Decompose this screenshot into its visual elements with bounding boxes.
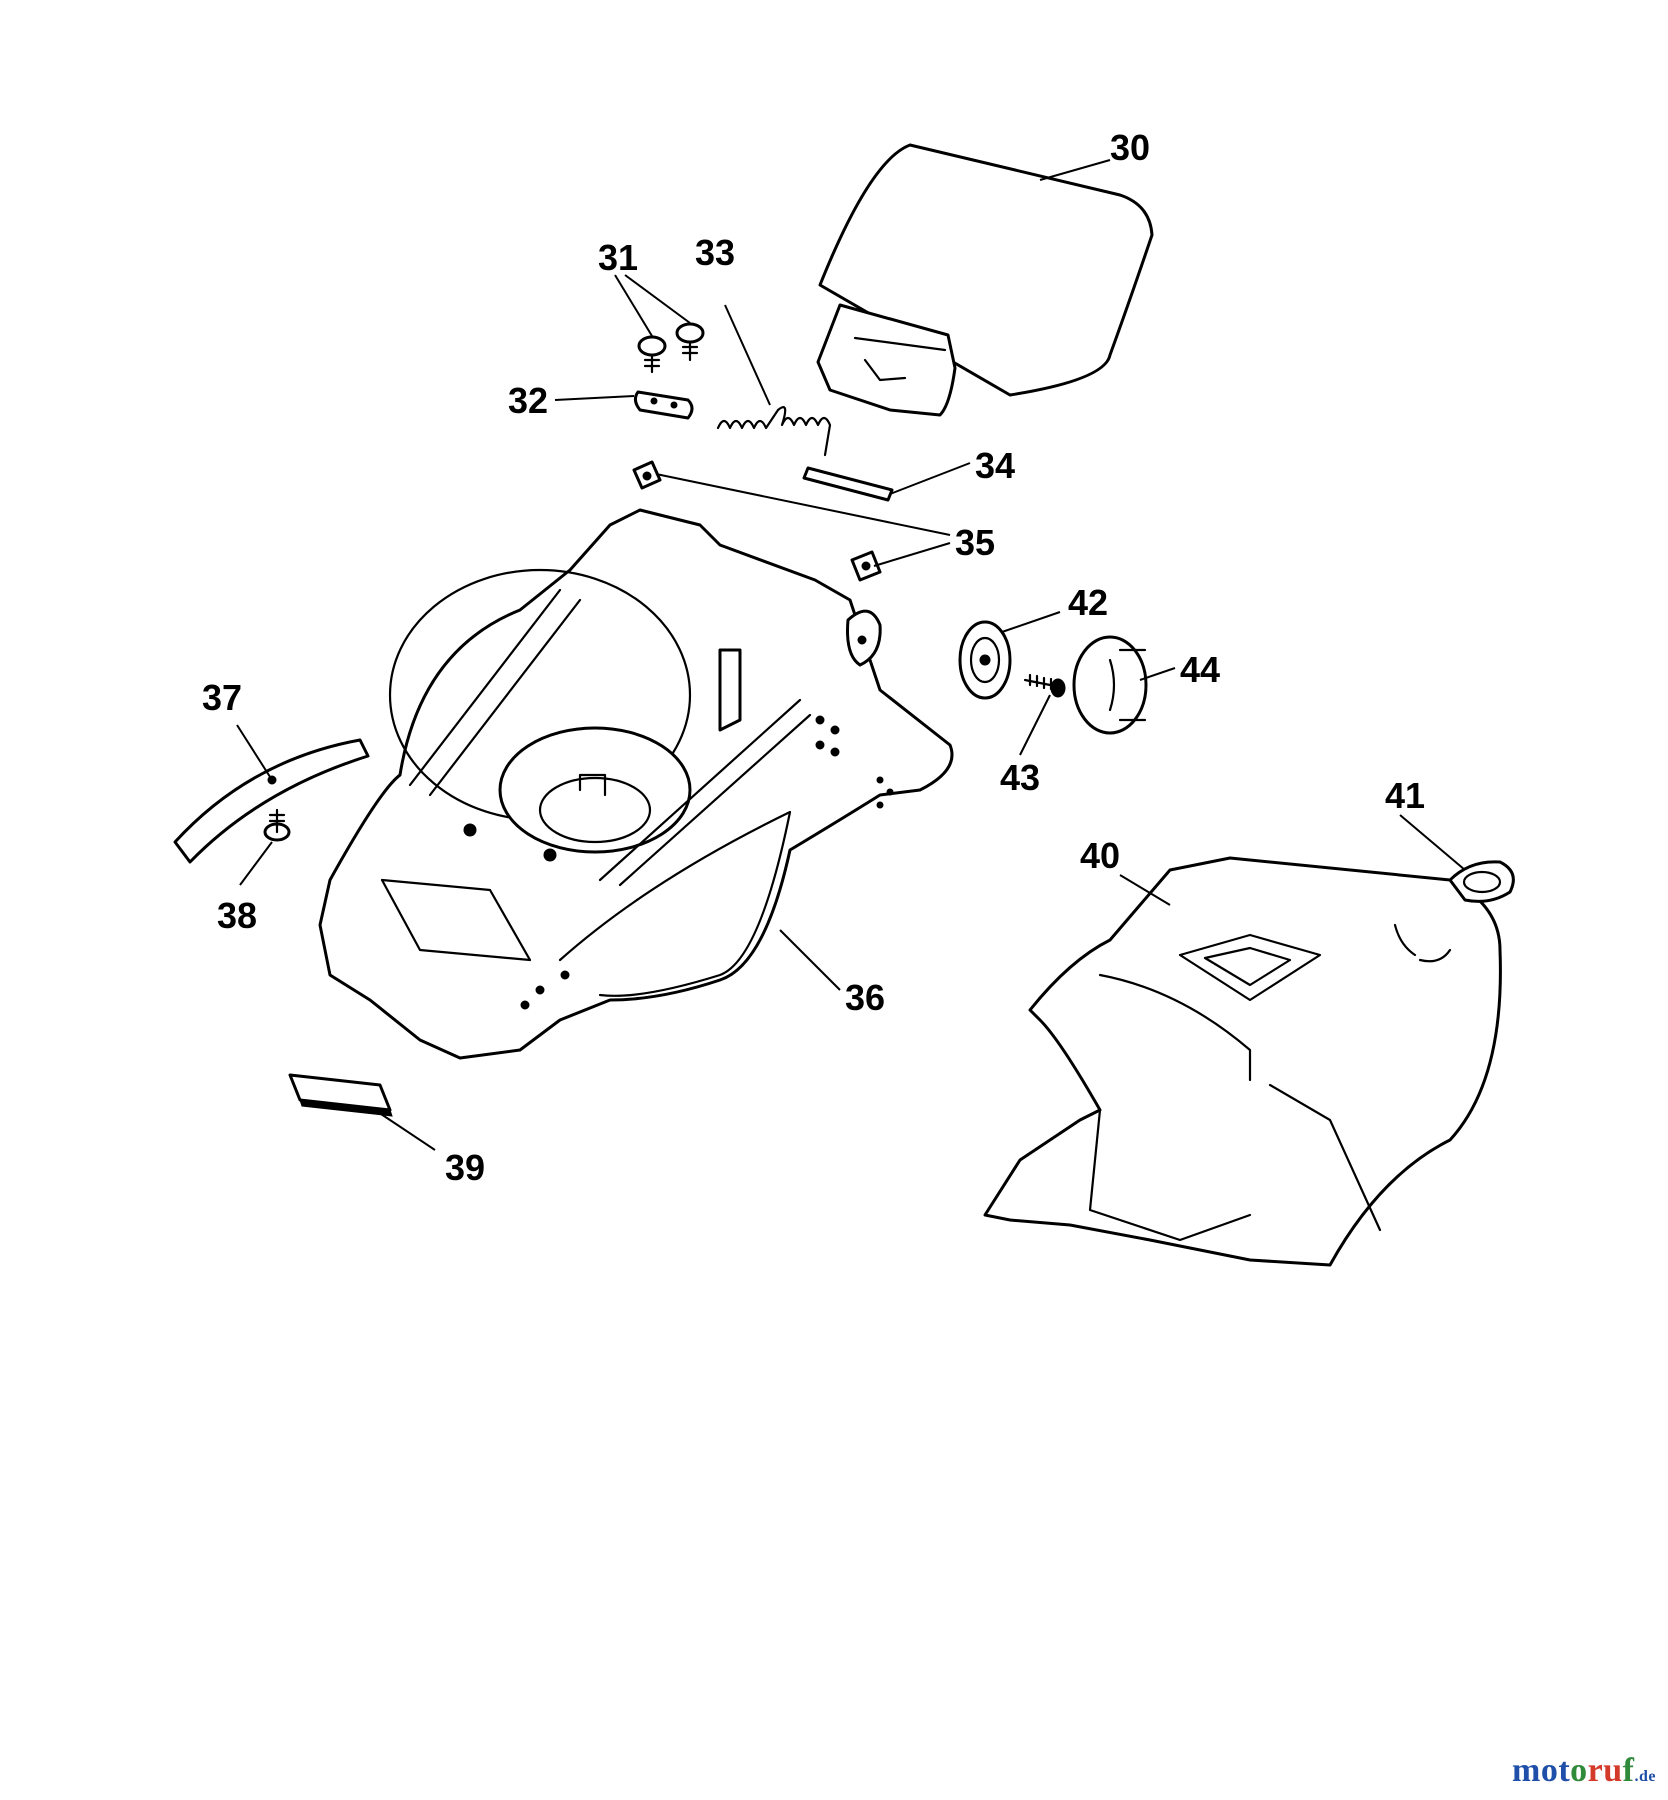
callout-37: 37 xyxy=(202,677,242,718)
part-30-lid xyxy=(816,143,1154,417)
part-44-cap xyxy=(1072,635,1148,735)
callout-43: 43 xyxy=(1000,757,1040,798)
part-43-bolt xyxy=(1023,673,1066,698)
callout-40: 40 xyxy=(1080,835,1120,876)
part-36-deck xyxy=(318,508,954,1060)
part-35-clips xyxy=(632,460,882,582)
watermark-part-2: o xyxy=(1570,1752,1588,1789)
callout-42: 42 xyxy=(1068,582,1108,623)
callout-31: 31 xyxy=(598,237,638,278)
callout-30: 30 xyxy=(1110,127,1150,168)
watermark-logo: motoruf.de xyxy=(1512,1752,1656,1790)
part-40-grass-box xyxy=(983,856,1502,1267)
callout-38: 38 xyxy=(217,895,257,936)
part-38-screw xyxy=(263,808,291,842)
callout-labels: 30 31 32 33 34 35 36 37 38 39 40 41 42 4… xyxy=(202,127,1425,1188)
watermark-suffix: .de xyxy=(1634,1768,1656,1785)
callout-32: 32 xyxy=(508,380,548,421)
part-41-cap xyxy=(1448,860,1515,903)
part-32-plate xyxy=(633,390,694,420)
part-39-flap xyxy=(288,1073,393,1117)
callout-44: 44 xyxy=(1180,649,1220,690)
part-31-screws xyxy=(637,322,705,374)
part-37-strip xyxy=(173,738,370,864)
callout-41: 41 xyxy=(1385,775,1425,816)
part-34-pin xyxy=(802,466,894,502)
callout-33: 33 xyxy=(695,232,735,273)
part-33-spring xyxy=(716,406,832,457)
part-42-gear xyxy=(958,620,1012,700)
watermark-part-4: f xyxy=(1622,1752,1635,1789)
callout-34: 34 xyxy=(975,445,1015,486)
leader-lines xyxy=(236,159,1466,1151)
callout-39: 39 xyxy=(445,1147,485,1188)
callout-36: 36 xyxy=(845,977,885,1018)
callout-35: 35 xyxy=(955,522,995,563)
watermark-part-1: mot xyxy=(1512,1752,1571,1789)
watermark-part-3: ru xyxy=(1587,1752,1623,1789)
